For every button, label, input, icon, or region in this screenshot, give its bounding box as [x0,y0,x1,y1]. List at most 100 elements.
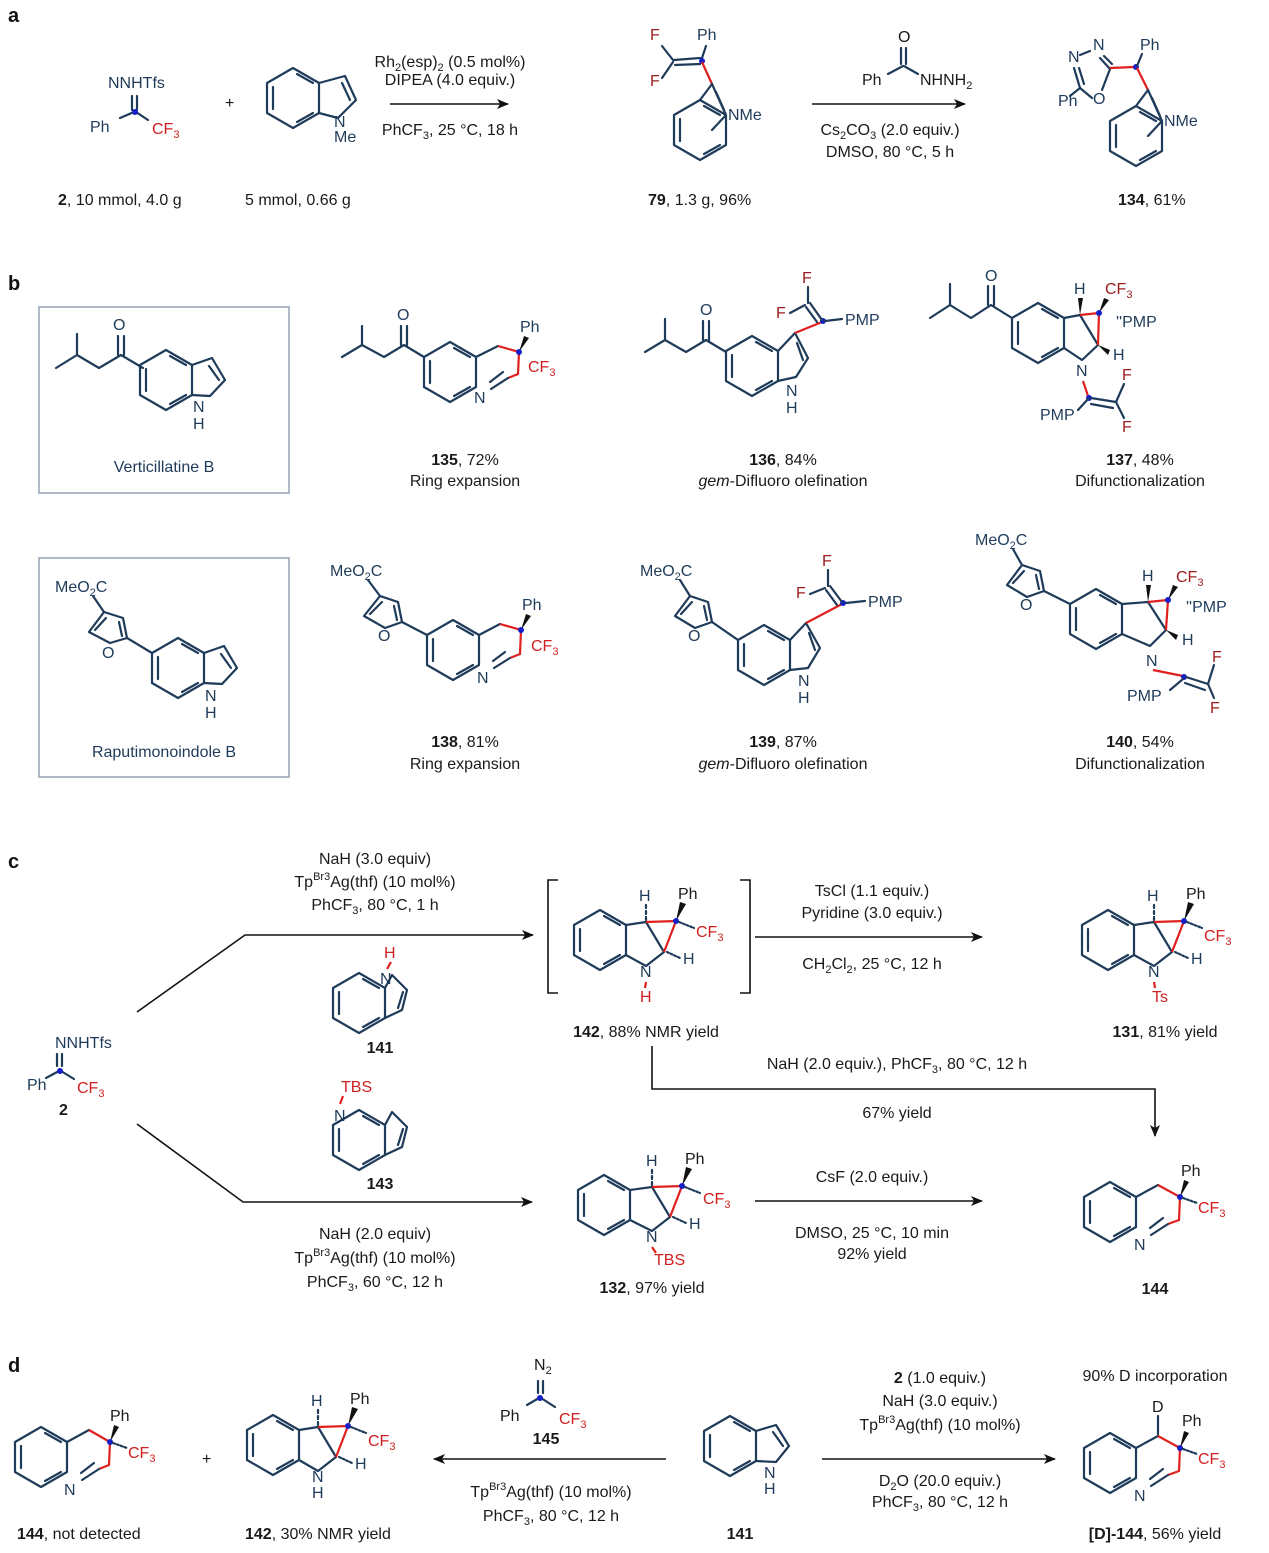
n-label: N [334,114,346,131]
cf3-label: CF3 [1204,928,1231,948]
h-label: H [1182,632,1194,649]
ph-label: Ph [862,72,882,89]
condition-cs2co3: Cs2CO3 (2.0 equiv.) [820,122,959,142]
ester-label: MeO2C [975,532,1027,552]
pmp-label: PMP [1127,688,1162,705]
compound-138-description: Ring expansion [410,756,520,773]
ph-label: Ph [697,27,717,44]
ph-label: Ph [500,1408,520,1425]
h-label: H [683,951,695,968]
compound-2-start: NNHTfs Ph CF3 2 [27,1035,112,1119]
cf3-label: CF3 [128,1445,155,1465]
f-label: F [1212,649,1222,666]
n-label: N [1093,37,1105,54]
compound-79: F F Ph NMe 79, 1.3 g, 96% [648,27,762,209]
h-label: H [1191,951,1203,968]
compound-142-nmr: H Ph CF3 H N H 142, 30% NMR yield [245,1391,395,1543]
n-label: N [193,399,205,416]
condition-dipea: DIPEA (4.0 equiv.) [385,72,515,89]
h-label: H [193,416,205,433]
o-label: O [102,645,114,662]
cf3-label: CF3 [1198,1451,1225,1471]
cf3-label: CF3 [528,359,555,379]
yield-label: 67% yield [862,1105,931,1122]
n-label: N [64,1482,76,1499]
conditions-bottom-branch: NaH (2.0 equiv) TpBr3Ag(thf) (10 mol%) P… [294,1226,455,1294]
compound-140: MeO2C O H H CF3 ''PMP N F F PMP 140, 54%… [975,532,1227,773]
compound-144-caption: 144, not detected [17,1526,141,1543]
condition-dmso: DMSO, 80 °C, 5 h [826,144,954,161]
h-label: H [640,989,652,1006]
diazo-145: N2 Ph CF3 145 [500,1357,586,1448]
h-label: H [1074,281,1086,298]
natural-product-verticillatine-b: O N H Verticillatine B [38,306,290,494]
f-label: F [1122,419,1132,436]
n-label: N [1134,1488,1146,1505]
cf3-label: CF3 [368,1433,395,1453]
intermediate-142: H Ph CF3 H N H 142, 88% NMR yield [547,879,751,1041]
ester-label: MeO2C [55,579,107,599]
ph-label: Ph [1058,93,1078,110]
f-label: F [1210,700,1220,717]
compound-144-not-detected: Ph CF3 N 144, not detected [13,1408,155,1543]
h-label: H [355,1456,367,1473]
ts-label: Ts [1152,989,1168,1006]
stereo-dot [537,1395,543,1401]
natural-product-box [38,557,290,778]
nnhtfs-label: NNHTfs [55,1035,112,1052]
condition-line: TsCl (1.1 equiv.) [815,883,929,900]
h-label: H [205,705,217,722]
stereo-dot [699,58,705,64]
condition-line: NaH (2.0 equiv) [319,1226,431,1243]
compound-136-description: gem-Difluoro olefination [699,473,868,490]
n-label: N [640,964,652,981]
ph-label: Ph [1140,37,1160,54]
panel-label-a: a [8,5,20,27]
stereo-dot [345,1423,351,1429]
arrow-step-2: O Ph NHNH2 Cs2CO3 (2.0 equiv.) DMSO, 80 … [812,29,972,161]
h-label: H [639,888,651,905]
panel-label-b: b [8,273,20,295]
condition-line: NaH (3.0 equiv.) [882,1393,997,1410]
pmp-label: PMP [1040,407,1075,424]
cf3-label: CF3 [531,638,558,658]
compound-139: MeO2C O N H PMP F F 139, 87% gem-Difluor… [640,553,903,773]
o-label: O [898,29,910,46]
stereo-dot [1181,918,1187,924]
compound-138-caption: 138, 81% [431,734,499,751]
arrow-rearrangement-down: NaH (2.0 equiv.), PhCF3, 80 °C, 12 h 67%… [651,1046,1160,1137]
n-label: N [1076,363,1088,380]
f-label: F [796,585,806,602]
n-label: N [764,1465,776,1482]
n-label: N [1148,964,1160,981]
h-label: H [786,400,798,417]
condition-line: DMSO, 25 °C, 10 min [795,1225,949,1242]
o-label: O [688,628,700,645]
compound-label: 2 [59,1102,68,1119]
h-label: H [646,1153,658,1170]
arrow-csf: CsF (2.0 equiv.) DMSO, 25 °C, 10 min 92%… [755,1169,983,1263]
compound-d-144: 90% D incorporation D Ph CF3 N [D]-144, … [1083,1368,1228,1543]
o-label: O [378,628,390,645]
nme-label: NMe [728,107,762,124]
n-label: N [786,383,798,400]
compound-79-caption: 79, 1.3 g, 96% [648,192,751,209]
d-label: D [1152,1399,1164,1416]
compound-131: H Ph CF3 H N Ts 131, 81% yield [1080,886,1231,1041]
compound-140-description: Difunctionalization [1075,756,1205,773]
f-label: F [1122,367,1132,384]
n-label: N [1134,1237,1146,1254]
compound-label: 141 [367,1040,394,1057]
condition-line: CH2Cl2, 25 °C, 12 h [802,956,942,976]
stereo-dot [1096,310,1102,316]
stereo-dot [107,1439,113,1445]
compound-139-caption: 139, 87% [749,734,817,751]
f-label: F [802,270,812,287]
compound-137-caption: 137, 48% [1106,452,1174,469]
h-label: H [689,1216,701,1233]
h-label: H [764,1481,776,1498]
compound-144: Ph CF3 N 144 [1082,1163,1225,1298]
arrow-step-1: Rh2(esp)2 (0.5 mol%) DIPEA (4.0 equiv.) … [375,54,526,142]
n-methylindole [265,66,358,130]
o-label: O [1093,91,1105,108]
